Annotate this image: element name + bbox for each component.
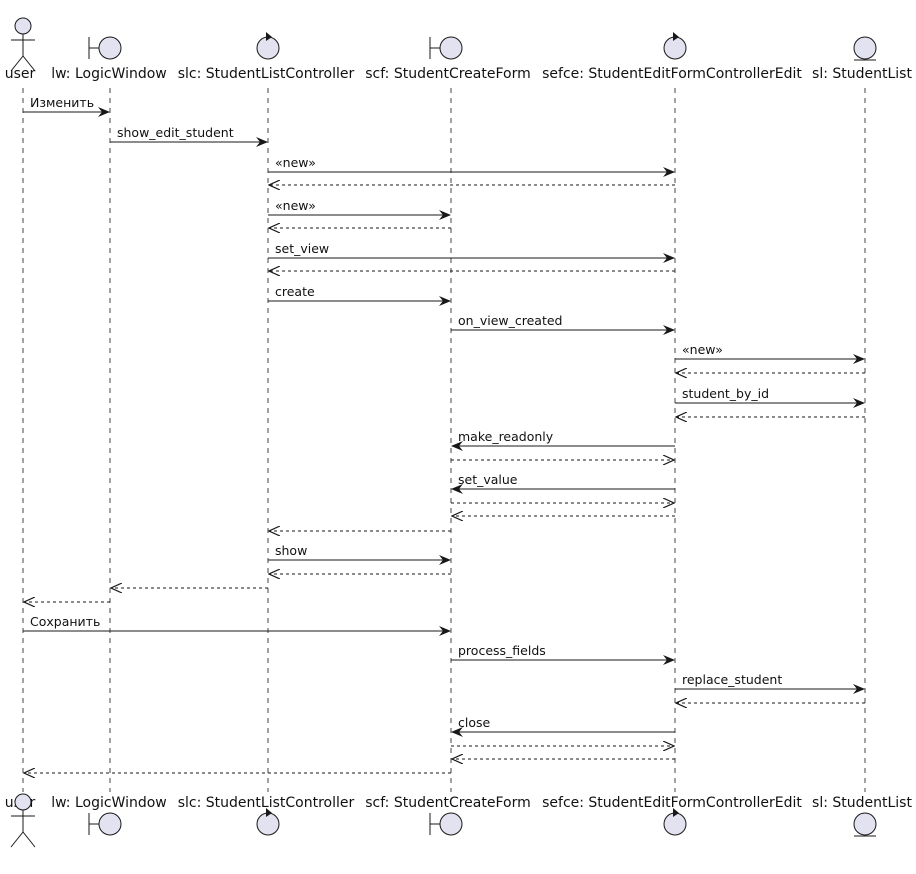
message-label: replace_student [682, 672, 782, 687]
participant-label-sefce-bottom: sefce: StudentEditFormControllerEdit [542, 795, 802, 811]
control-icon [663, 32, 687, 60]
message-label: Сохранить [30, 614, 100, 629]
message-arrow-replace_student: replace_student [675, 672, 865, 694]
message-arrow-create: create [268, 284, 451, 306]
participant-label-sl-bottom: sl: StudentList [812, 795, 912, 811]
message-arrow-on_view_created: on_view_created [451, 313, 675, 335]
message-label: student_by_id [682, 386, 769, 401]
participant-label-scf-bottom: scf: StudentCreateForm [365, 795, 530, 811]
participant-label-sefce-top: sefce: StudentEditFormControllerEdit [542, 66, 802, 82]
message-label: «new» [682, 342, 723, 357]
message-label: on_view_created [458, 313, 562, 328]
message-label: show [275, 543, 307, 558]
message-label: make_readonly [458, 429, 554, 444]
participant-label-user-top: user [5, 66, 36, 82]
message-arrow-new: Изменить [23, 95, 110, 117]
message-label: Изменить [30, 95, 94, 110]
message-arrow-new: «new» [268, 198, 451, 220]
boundary-icon [429, 812, 463, 836]
boundary-icon [88, 36, 122, 60]
boundary-icon [88, 812, 122, 836]
message-arrow-new: «new» [268, 155, 675, 177]
message-arrow-close: close [451, 715, 675, 737]
participant-label-lw-bottom: lw: LogicWindow [51, 795, 167, 811]
message-arrow-new: «new» [675, 342, 865, 364]
message-arrow-process_fields: process_fields [451, 643, 675, 665]
actor-icon [10, 793, 36, 848]
message-label: set_value [458, 472, 518, 487]
control-icon [663, 808, 687, 836]
message-label: «new» [275, 198, 316, 213]
message-arrow-set_value: set_value [451, 472, 675, 494]
message-label: process_fields [458, 643, 546, 658]
boundary-icon [429, 36, 463, 60]
participant-label-slc-bottom: slc: StudentListController [178, 795, 355, 811]
message-arrow-make_readonly: make_readonly [451, 429, 675, 451]
message-label: set_view [275, 241, 329, 256]
message-label: show_edit_student [117, 125, 234, 140]
participant-label-slc-top: slc: StudentListController [178, 66, 355, 82]
participant-label-sl-top: sl: StudentList [812, 66, 912, 82]
message-arrow-show_edit_student: show_edit_student [110, 125, 268, 147]
participant-label-scf-top: scf: StudentCreateForm [365, 66, 530, 82]
message-arrow-set_view: set_view [268, 241, 675, 263]
message-arrow-new: Сохранить [23, 614, 451, 636]
message-arrow-show: show [268, 543, 451, 565]
control-icon [256, 808, 280, 836]
message-arrow-student_by_id: student_by_id [675, 386, 865, 408]
actor-icon [10, 17, 36, 72]
message-label: close [458, 715, 491, 730]
entity-icon [853, 812, 877, 837]
entity-icon [853, 36, 877, 61]
message-label: «new» [275, 155, 316, 170]
participant-label-lw-top: lw: LogicWindow [51, 66, 167, 82]
control-icon [256, 32, 280, 60]
message-label: create [275, 284, 315, 299]
